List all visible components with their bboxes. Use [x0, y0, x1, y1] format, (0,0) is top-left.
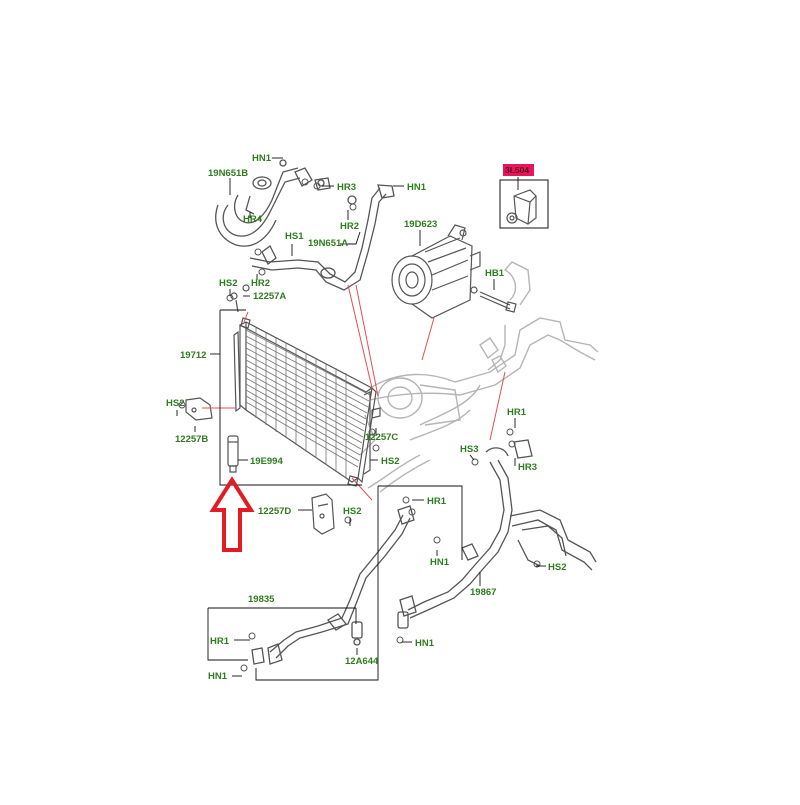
label-hn1-mid: HN1	[430, 557, 450, 568]
label-hr1-mid: HR1	[427, 496, 447, 507]
red-callout-lines	[202, 284, 506, 501]
label-hn1-bottom-left: HN1	[208, 671, 228, 682]
fasteners	[178, 178, 541, 672]
red-arrow-icon	[209, 476, 255, 552]
receiver-drier-19E994	[227, 435, 239, 473]
label-hr2-low: HR2	[251, 278, 270, 289]
label-19N651A: 19N651A	[308, 238, 348, 249]
hose-19867	[397, 439, 597, 629]
label-19D623: 19D623	[404, 219, 437, 230]
label-hb1: HB1	[485, 268, 505, 279]
label-hr4: HR4	[243, 214, 263, 225]
label-12257C: 12257C	[365, 432, 398, 443]
hose-19N651A	[249, 177, 395, 291]
bracket-12257D	[311, 493, 335, 535]
label-hr1-left: HR1	[210, 636, 230, 647]
label-hn1-top-right: HN1	[407, 182, 427, 193]
inset-panel	[499, 164, 549, 229]
ghost-hose-assembly	[359, 261, 599, 493]
label-hs3: HS3	[460, 444, 478, 455]
hose-19N651B	[215, 159, 313, 247]
label-hr1-right: HR1	[507, 407, 527, 418]
label-hn1-low: HN1	[415, 638, 435, 649]
label-hr2-mid: HR2	[340, 221, 359, 232]
bracket-12257A	[230, 284, 250, 313]
leader-lines	[176, 157, 546, 681]
bolt-HB1	[479, 291, 517, 313]
label-hn1-top: HN1	[252, 153, 272, 164]
label-12A644: 12A644	[345, 656, 379, 667]
label-hr3-top: HR3	[337, 182, 356, 193]
compressor-19D623	[391, 224, 481, 319]
label-inset-part: 3L504	[505, 165, 529, 175]
label-19835: 19835	[248, 594, 275, 605]
label-19867: 19867	[470, 587, 496, 598]
label-hs2-right: HS2	[548, 562, 566, 573]
label-12257A: 12257A	[253, 291, 286, 302]
label-19E994: 19E994	[250, 456, 283, 467]
hose-19835	[251, 505, 415, 665]
label-19N651B: 19N651B	[208, 168, 248, 179]
label-12257B: 12257B	[175, 434, 208, 445]
inset-highlight-box	[503, 164, 534, 176]
condenser-19712	[233, 317, 381, 487]
label-12257D: 12257D	[258, 506, 291, 517]
label-19712: 19712	[180, 350, 206, 361]
bracket-12257B	[185, 397, 213, 421]
label-hs1: HS1	[285, 231, 304, 242]
label-hs2-top: HS2	[219, 278, 237, 289]
label-hr3-right: HR3	[518, 462, 537, 473]
label-hs2-left: HS2	[166, 398, 184, 409]
label-hs2-low: HS2	[343, 506, 361, 517]
label-hs2-mid: HS2	[381, 456, 399, 467]
